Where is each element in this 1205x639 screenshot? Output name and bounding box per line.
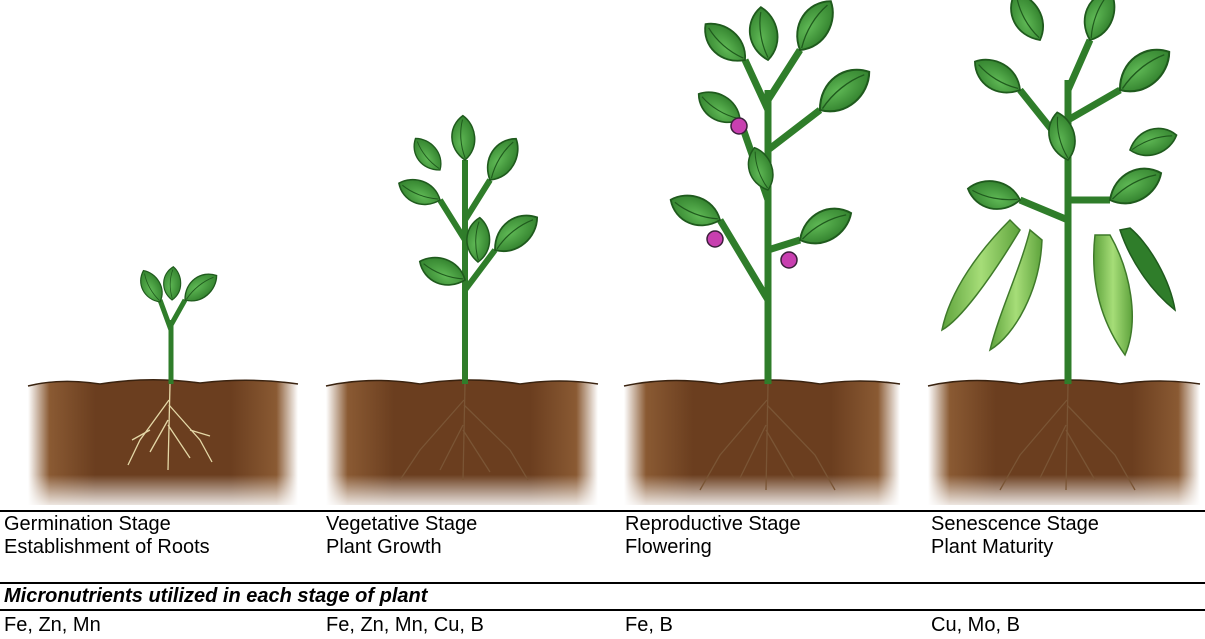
stage-subtitle: Plant Growth: [326, 536, 477, 559]
micronutrients-reproductive: Fe, B: [625, 614, 673, 637]
micronutrients-senescence: Cu, Mo, B: [931, 614, 1020, 637]
stage-title: Senescence Stage: [931, 513, 1099, 536]
flower: [707, 231, 723, 247]
micronutrient-row-label: Micronutrients utilized in each stage of…: [4, 585, 427, 608]
leaves: [137, 266, 223, 307]
soil-block: [326, 380, 598, 505]
germination-stage-plant: [28, 266, 298, 505]
stage-title: Reproductive Stage: [625, 513, 801, 536]
table-top-rule: [0, 510, 1205, 512]
pods: [942, 220, 1175, 355]
stage-germination-label: Germination Stage Establishment of Roots: [4, 513, 210, 559]
stage-title: Germination Stage: [4, 513, 210, 536]
stem: [1020, 40, 1120, 384]
table-middle-rule: [0, 582, 1205, 584]
stage-subtitle: Plant Maturity: [931, 536, 1099, 559]
stage-reproductive-label: Reproductive Stage Flowering: [625, 513, 801, 559]
vegetative-stage-plant: [326, 115, 598, 505]
flower: [781, 252, 797, 268]
table-lower-rule: [0, 609, 1205, 611]
plant-growth-stages-illustration: [0, 0, 1205, 508]
soil-block: [28, 380, 298, 505]
flower: [731, 118, 747, 134]
soil-block: [624, 380, 900, 505]
micronutrients-germination: Fe, Zn, Mn: [4, 614, 101, 637]
senescence-stage-plant: [928, 0, 1200, 505]
soil-block: [928, 380, 1200, 505]
stem: [160, 300, 185, 384]
leaves: [394, 115, 545, 295]
leaves: [964, 0, 1179, 217]
stage-subtitle: Establishment of Roots: [4, 536, 210, 559]
stage-senescence-label: Senescence Stage Plant Maturity: [931, 513, 1099, 559]
stage-title: Vegetative Stage: [326, 513, 477, 536]
stem: [720, 50, 820, 384]
micronutrients-vegetative: Fe, Zn, Mn, Cu, B: [326, 614, 484, 637]
pod: [1094, 235, 1132, 355]
leaves: [665, 0, 879, 250]
reproductive-stage-plant: [624, 0, 900, 505]
stage-vegetative-label: Vegetative Stage Plant Growth: [326, 513, 477, 559]
stage-subtitle: Flowering: [625, 536, 801, 559]
